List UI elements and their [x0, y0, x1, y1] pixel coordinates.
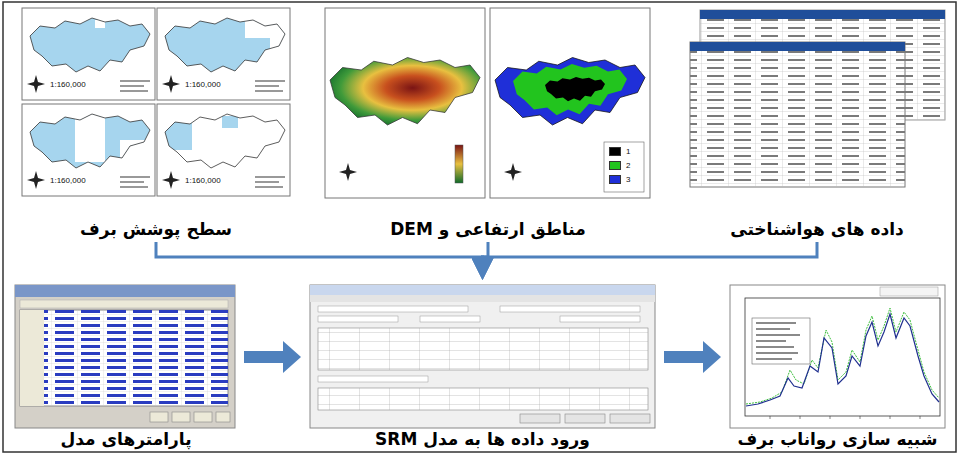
panel-node: مناطق ارتفاعی و DEM [322, 6, 654, 240]
legend-text: 1 [626, 147, 630, 157]
panel-caption: شبیه سازی رواناب برف [735, 428, 941, 450]
panel-node: سطح پوشش برف [18, 6, 294, 240]
flow-arrow [156, 242, 483, 258]
map-scale: 1:160,000 [50, 176, 86, 186]
panel-node: داده های هواشناختی [686, 6, 948, 240]
panel-caption: مناطق ارتفاعی و DEM [387, 218, 589, 240]
map-scale: 1:160,000 [185, 176, 221, 186]
legend-text: 3 [626, 175, 630, 185]
panel-caption: ورود داده ها به مدل SRM [372, 428, 593, 450]
legend-swatch [609, 161, 621, 170]
legend-swatch [609, 175, 621, 184]
panel-caption: سطح پوشش برف [77, 218, 235, 240]
legend-text: 2 [626, 161, 630, 171]
flow-arrow [244, 351, 283, 363]
panel-node: ورود داده ها به مدل SRM [305, 282, 660, 450]
flow-arrow [664, 351, 703, 363]
flow-arrow [483, 242, 818, 258]
map-scale: 1:160,000 [50, 80, 86, 90]
map-scale: 1:160,000 [185, 80, 221, 90]
panel-node: پارامترهای مدل [12, 282, 240, 450]
panel-node: شبیه سازی رواناب برف [725, 282, 950, 450]
panel-caption: داده های هواشناختی [727, 218, 907, 240]
panel-caption: پارامترهای مدل [57, 428, 194, 450]
legend-swatch [609, 147, 621, 156]
